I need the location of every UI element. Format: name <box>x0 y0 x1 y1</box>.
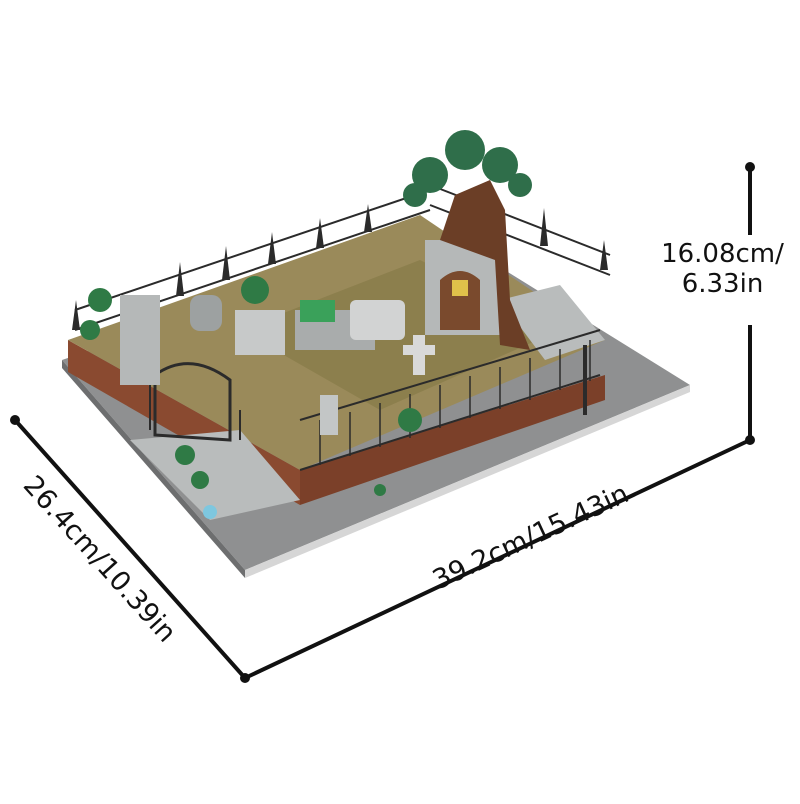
stone-path <box>130 430 300 520</box>
tree-foliage <box>403 130 532 207</box>
height-dimension-label: 16.08cm/ 6.33in <box>655 239 790 300</box>
dimension-lines <box>10 162 755 683</box>
crypt-door <box>440 271 480 330</box>
tombstone <box>190 295 222 331</box>
obelisk <box>120 295 160 385</box>
tree-trunk <box>440 180 530 350</box>
water-puddle <box>203 505 217 519</box>
height-in: 6.33in <box>681 268 764 299</box>
depth-line <box>13 418 247 680</box>
plants <box>80 276 422 496</box>
height-cm: 16.08cm/ <box>661 239 784 269</box>
width-line <box>244 438 751 680</box>
fence-spikes <box>72 204 608 330</box>
coffin <box>350 300 405 340</box>
tomb-block <box>235 310 285 355</box>
